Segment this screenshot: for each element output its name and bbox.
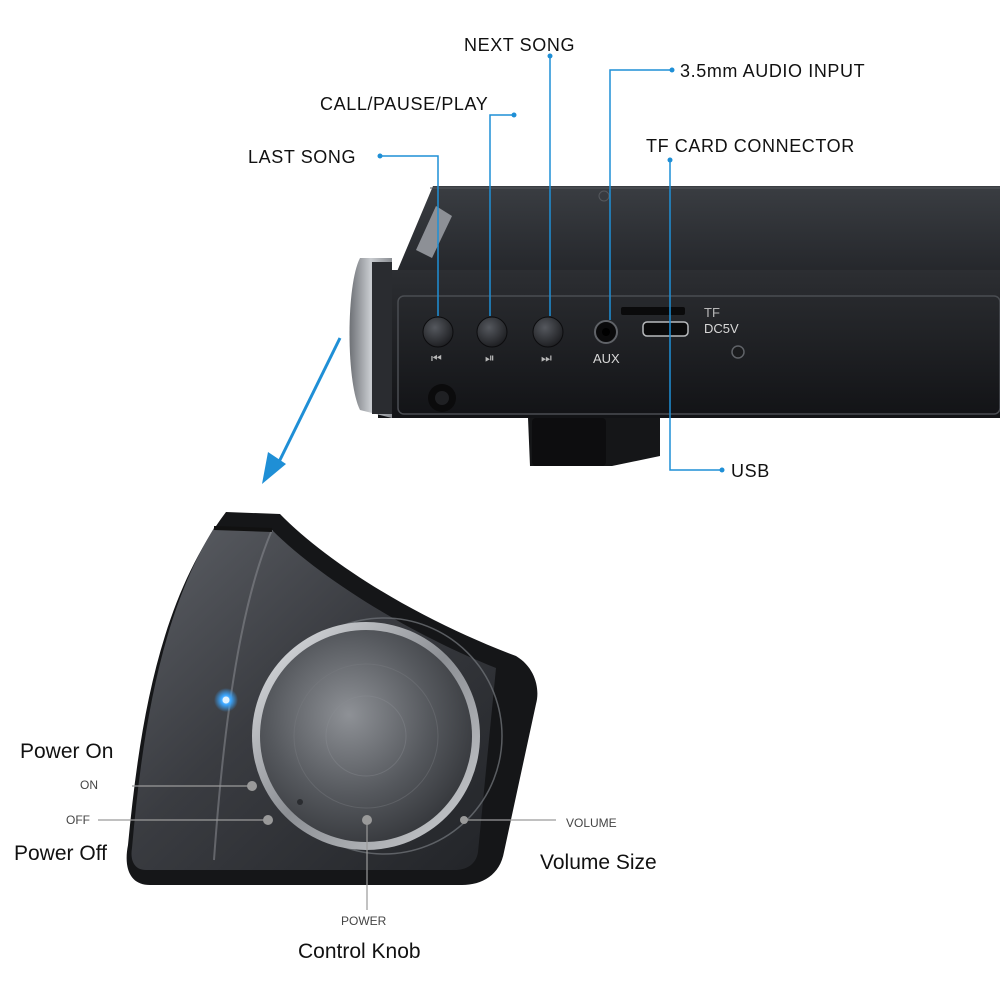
label-volume-size: Volume Size	[540, 851, 657, 874]
label-control-knob: Control Knob	[298, 940, 421, 963]
label-power-on: Power On	[20, 740, 114, 763]
prev-glyph: ⏮	[431, 351, 442, 365]
label-audio-input: 3.5mm AUDIO INPUT	[680, 61, 866, 81]
label-on: ON	[80, 778, 98, 792]
dc-led-indicator	[731, 345, 745, 359]
label-next-song: NEXT SONG	[464, 35, 576, 55]
soundbar-body	[349, 186, 1000, 466]
play-glyph: ⏯	[485, 351, 495, 365]
call-pause-play-button	[476, 316, 508, 348]
label-volume: VOLUME	[566, 816, 617, 830]
direction-arrow	[262, 337, 342, 484]
next-glyph: ⏭	[541, 351, 552, 365]
power-led-icon	[214, 688, 238, 712]
gray-callout-lines	[98, 785, 556, 910]
aux-marking: AUX	[593, 351, 620, 366]
usb-port	[642, 321, 689, 337]
label-last-song: LAST SONG	[248, 147, 357, 167]
label-tf-card-connector: TF CARD CONNECTOR	[646, 136, 855, 156]
label-power-off: Power Off	[14, 842, 107, 865]
control-knob	[252, 622, 480, 850]
tf-card-slot	[621, 307, 685, 315]
label-off: OFF	[66, 813, 90, 827]
leader-lines	[380, 56, 722, 471]
leader-dots	[377, 53, 725, 473]
last-song-button	[422, 316, 454, 348]
aux-jack	[594, 320, 618, 344]
label-call-pause-play: CALL/PAUSE/PLAY	[320, 94, 489, 114]
dc5v-marking: DC5V	[704, 321, 739, 336]
label-usb: USB	[731, 461, 770, 481]
next-song-button	[532, 316, 564, 348]
label-power: POWER	[341, 914, 387, 928]
tf-marking: TF	[704, 305, 720, 320]
gray-callout-dots	[247, 781, 468, 825]
